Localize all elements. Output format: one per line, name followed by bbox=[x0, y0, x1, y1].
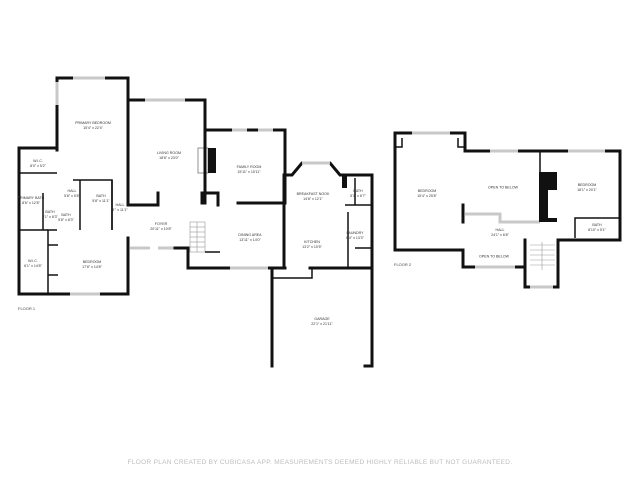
room-name: Primary Bedroom bbox=[75, 121, 111, 125]
room-dims: 5'8" x 5'8" bbox=[64, 194, 80, 198]
room-dims: 20'11" x 10'8" bbox=[150, 227, 172, 231]
room-dims: 8'10" x 5'1" bbox=[588, 228, 606, 232]
room-dims: 8'0" x 5'2" bbox=[30, 164, 46, 168]
room-label: Living Room18'8" x 23'0" bbox=[157, 151, 181, 161]
room-name: W.I.C. bbox=[28, 259, 38, 263]
room-label: Laundry6'4" x 13'3" bbox=[346, 231, 364, 241]
room-name: Bath bbox=[592, 223, 602, 227]
room-dims: 5'1" x 6'7" bbox=[350, 194, 366, 198]
room-label: Bath5'8" x 11'1" bbox=[92, 194, 109, 204]
room-name: Hall bbox=[495, 228, 505, 232]
room-name: Dining Area bbox=[238, 233, 262, 237]
room-name: Hall bbox=[67, 189, 77, 193]
room-dims: 6'1" x 14'8" bbox=[24, 264, 42, 268]
room-name: Hall bbox=[115, 203, 125, 207]
room-dims: 15'4" x 25'8" bbox=[417, 194, 437, 198]
room-label: Dining Area13'11" x 14'0" bbox=[238, 233, 261, 243]
room-name: Garage bbox=[314, 317, 330, 321]
room-label: Bedroom17'8" x 14'8" bbox=[82, 260, 102, 270]
room-dims: 6'4" x 13'3" bbox=[346, 236, 364, 240]
room-name: Foyer bbox=[154, 222, 168, 226]
room-name: Breakfast Nook bbox=[296, 192, 330, 196]
room-label: Foyer20'11" x 10'8" bbox=[150, 222, 171, 232]
room-name: Bath bbox=[61, 213, 71, 217]
room-name: Bedroom bbox=[82, 260, 102, 264]
room-dims: 24'1" x 6'8" bbox=[491, 233, 509, 237]
room-label: Hall3'" x 11'1" bbox=[112, 203, 127, 213]
room-dims: 3'" x 11'1" bbox=[112, 208, 128, 212]
room-label: Bath5'1" x 8'3" bbox=[42, 210, 58, 220]
room-dims: 13'2" x 10'5" bbox=[302, 245, 322, 249]
room-label: Bedroom15'4" x 25'8" bbox=[417, 189, 437, 199]
room-name: Bath bbox=[45, 210, 55, 214]
room-name: W.I.C. bbox=[33, 159, 43, 163]
floor-2-walls bbox=[393, 131, 622, 289]
room-name: Open to Below bbox=[487, 185, 519, 190]
room-label: Kitchen13'2" x 10'5" bbox=[302, 240, 322, 250]
room-label: Bath5'1" x 6'7" bbox=[350, 189, 366, 199]
room-label: Open to Below bbox=[488, 186, 518, 191]
room-name: Bedroom bbox=[417, 189, 437, 193]
room-dims: 5'1" x 8'3" bbox=[42, 215, 58, 219]
room-dims: 14'8" x 12'1" bbox=[303, 197, 323, 201]
floor-1-label: Floor 1 bbox=[18, 306, 36, 311]
room-name: Family Room bbox=[236, 165, 262, 169]
room-label: Hall5'8" x 5'8" bbox=[64, 189, 80, 199]
room-label: Open to Below bbox=[479, 255, 509, 260]
room-dims: 8'6" x 12'8" bbox=[22, 201, 40, 205]
room-name: Open to Below bbox=[478, 254, 510, 259]
room-label: Bath5'8" x 8'3" bbox=[58, 213, 74, 223]
room-label: Breakfast Nook14'8" x 12'1" bbox=[297, 192, 330, 202]
room-name: Kitchen bbox=[304, 240, 320, 244]
room-label: Bedroom18'1" x 20'1" bbox=[577, 183, 597, 193]
room-dims: 18'8" x 23'0" bbox=[159, 156, 179, 160]
room-name: Bath bbox=[96, 194, 106, 198]
room-label: Garage22'1" x 21'11" bbox=[311, 317, 332, 327]
floor-2-label: Floor 2 bbox=[394, 262, 412, 267]
room-label: Primary Bedroom15'4" x 22'4" bbox=[75, 121, 111, 131]
room-label: W.I.C.8'0" x 5'2" bbox=[30, 159, 46, 169]
room-dims: 18'1" x 20'1" bbox=[577, 188, 597, 192]
room-name: Laundry bbox=[346, 231, 364, 235]
room-dims: 5'8" x 8'3" bbox=[58, 218, 74, 222]
room-label: W.I.C.6'1" x 14'8" bbox=[24, 259, 42, 269]
room-dims: 15'4" x 22'4" bbox=[83, 126, 103, 130]
room-label: Hall24'1" x 6'8" bbox=[491, 228, 509, 238]
room-label: Primary Bath8'6" x 12'8" bbox=[18, 196, 45, 206]
floor-1-walls bbox=[17, 76, 374, 368]
room-dims: 22'1" x 21'11" bbox=[311, 322, 333, 326]
room-dims: 17'8" x 14'8" bbox=[82, 265, 102, 269]
room-dims: 13'11" x 14'0" bbox=[239, 238, 261, 242]
room-label: Family Room15'11" x 15'11" bbox=[237, 165, 262, 175]
room-name: Living Room bbox=[157, 151, 181, 155]
room-dims: 5'8" x 11'1" bbox=[92, 199, 110, 203]
room-name: Primary Bath bbox=[17, 196, 45, 200]
room-label: Bath8'10" x 5'1" bbox=[588, 223, 606, 233]
room-dims: 15'11" x 15'11" bbox=[237, 170, 261, 174]
room-name: Bedroom bbox=[577, 183, 597, 187]
footer-disclaimer: Floor plan created by CubiCasa App. Meas… bbox=[127, 459, 513, 466]
room-name: Bath bbox=[353, 189, 363, 193]
